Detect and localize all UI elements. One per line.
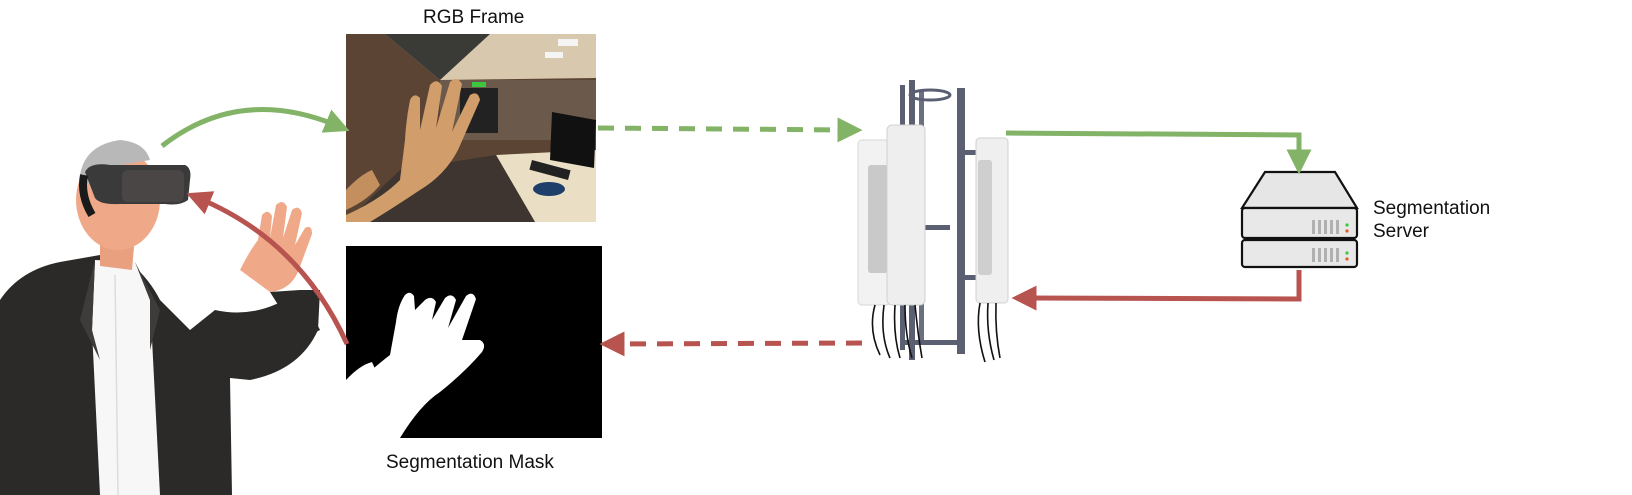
server-label-line1: Segmentation	[1373, 197, 1490, 221]
wireless-antenna-icon	[858, 80, 1008, 362]
vr-headset-user-icon	[0, 140, 320, 495]
rgb-frame-to-antenna-arrow	[598, 128, 850, 130]
user-to-rgb-frame-arrow	[162, 110, 338, 146]
segmentation-mask-label: Segmentation Mask	[386, 451, 554, 475]
antenna-to-server-arrow	[1006, 133, 1299, 162]
server-icon	[1242, 172, 1357, 267]
server-label-line2: Server	[1373, 220, 1429, 244]
rgb-frame-label: RGB Frame	[423, 6, 524, 30]
rgb-frame-image	[346, 34, 596, 222]
antenna-to-mask-arrow	[612, 343, 862, 344]
server-to-antenna-arrow	[1024, 270, 1299, 299]
segmentation-mask-image	[346, 246, 602, 438]
